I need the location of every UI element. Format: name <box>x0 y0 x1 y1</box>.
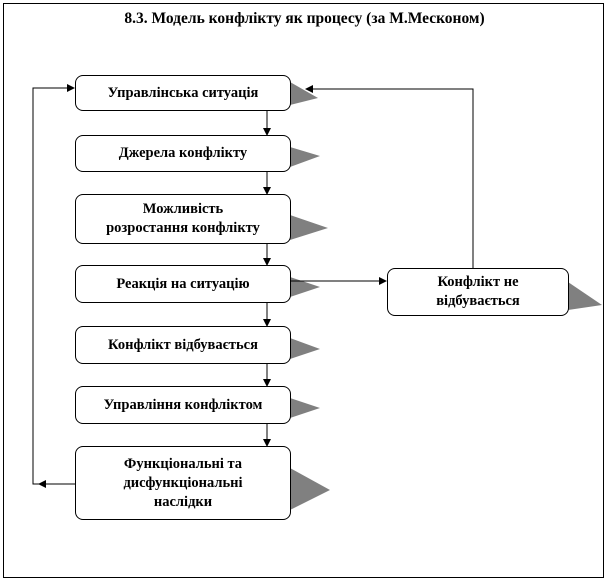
node-management-situation: Управлінська ситуація <box>75 75 291 111</box>
node-escalation-possibility: Можливість розростання конфлікту <box>75 194 291 244</box>
loop-line-consequences-to-situation <box>32 84 75 485</box>
shadow-situation-reaction <box>290 277 320 297</box>
shadow-management-situation <box>290 82 318 105</box>
node-consequences: Функціональні та дисфункціональні наслід… <box>75 446 291 520</box>
connector-lines <box>32 84 474 488</box>
shadow-consequences <box>290 468 330 510</box>
loop-arrowhead-left <box>38 480 46 488</box>
node-conflict-management: Управління конфліктом <box>75 386 291 424</box>
node-management-situation-label: Управлінська ситуація <box>107 84 259 101</box>
shadow-conflict-sources <box>290 147 320 167</box>
node-situation-reaction: Реакція на ситуацію <box>75 265 291 303</box>
node-no-conflict: Конфлікт не відбувається <box>387 268 569 316</box>
node-situation-reaction-label: Реакція на ситуацію <box>116 275 250 292</box>
diagram-frame <box>3 3 604 578</box>
arrow-no-conflict-to-situation <box>305 85 474 268</box>
node-consequences-label: Функціональні та дисфункціональні наслід… <box>123 455 243 510</box>
shadow-conflict-management <box>290 398 320 418</box>
box-shadows <box>290 82 602 510</box>
node-no-conflict-label: Конфлікт не відбувається <box>436 274 520 309</box>
diagram-title: 8.3. Модель конфлікту як процесу (за М.М… <box>124 10 485 27</box>
shadow-no-conflict <box>568 282 602 310</box>
shadow-escalation-possibility <box>290 215 328 240</box>
node-conflict-management-label: Управління конфліктом <box>103 396 263 413</box>
node-conflict-occurs: Конфлікт відбувається <box>75 326 291 364</box>
node-conflict-occurs-label: Конфлікт відбувається <box>108 336 258 353</box>
node-conflict-sources: Джерела конфлікту <box>75 135 291 172</box>
node-conflict-sources-label: Джерела конфлікту <box>118 145 248 161</box>
shadow-conflict-occurs <box>290 338 320 359</box>
node-escalation-possibility-label: Можливість розростання конфлікту <box>106 201 260 236</box>
